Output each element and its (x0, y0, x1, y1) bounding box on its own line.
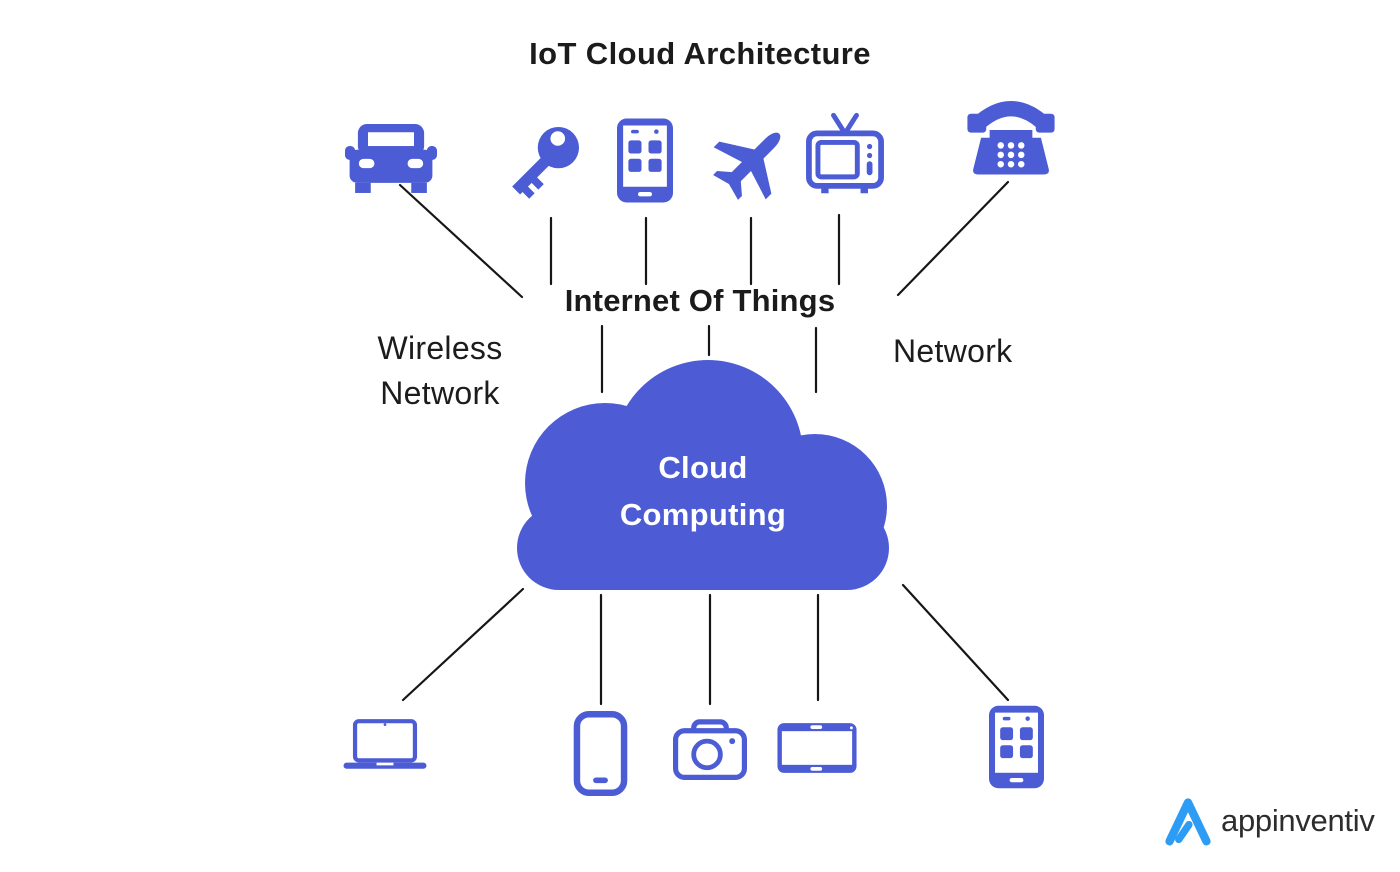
wireless-network-line2: Network (380, 375, 500, 411)
airplane-icon (711, 122, 791, 202)
telephone-icon (964, 99, 1058, 185)
key-icon (502, 118, 588, 204)
connector-telephone-to-iot (896, 180, 1010, 297)
smartphone-icon-bottom (989, 705, 1044, 789)
connector-cloud-to-smartphone (901, 583, 1010, 702)
appinventiv-logo-icon (1165, 798, 1211, 846)
tv-icon (804, 112, 886, 204)
camera-icon (673, 719, 747, 781)
laptop-icon (342, 713, 428, 777)
connector-cloud-to-laptop (401, 587, 525, 702)
cloud-computing-node: Cloud Computing (515, 358, 891, 592)
cloud-computing-label: Cloud Computing (515, 444, 891, 538)
mobile-phone-icon (573, 711, 628, 796)
appinventiv-logo: appinventiv (1164, 795, 1375, 847)
wireless-network-label: Wireless Network (356, 326, 524, 416)
cloud-label-line1: Cloud (658, 450, 748, 485)
wireless-network-line1: Wireless (377, 330, 503, 366)
network-label: Network (893, 333, 1013, 369)
internet-of-things-label: Internet Of Things (564, 283, 836, 318)
cloud-label-line2: Computing (619, 497, 787, 532)
tablet-icon (776, 719, 858, 777)
diagram-title: IoT Cloud Architecture (529, 36, 871, 71)
smartphone-icon-top (617, 117, 673, 204)
car-icon (345, 122, 437, 194)
appinventiv-logo-text: appinventiv (1221, 803, 1375, 838)
cloud-shape (517, 360, 889, 590)
